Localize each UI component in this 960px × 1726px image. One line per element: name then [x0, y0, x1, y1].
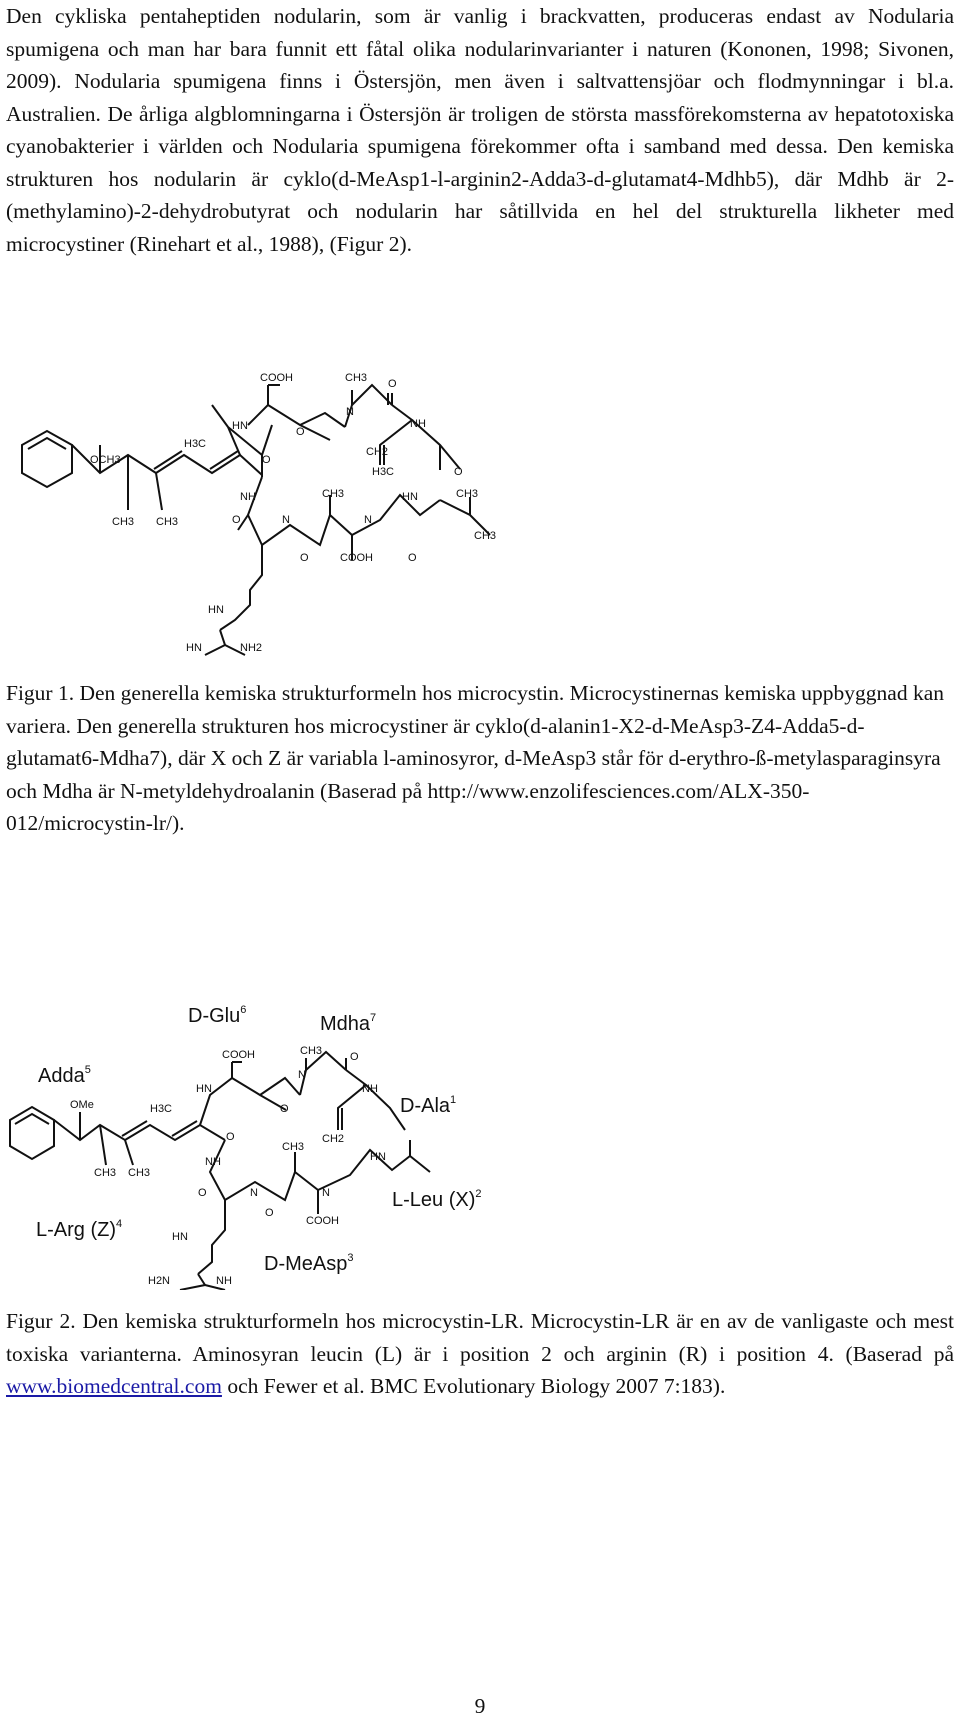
- fig1-cooh-label: COOH: [260, 372, 293, 384]
- fig1-o-far-label: O: [454, 466, 463, 478]
- fig1-n-low2-label: N: [364, 514, 372, 526]
- fig1-hn-arg-label: HN: [208, 604, 224, 616]
- fig1-ch3-far-label: CH3: [456, 488, 478, 500]
- fig2-o-top-label: O: [350, 1051, 359, 1063]
- figure-2-structure: COOH CH3 N HN O O NH OMe H3C CH2 O NH CH…: [9, 1004, 482, 1290]
- fig2-nh-right-label: NH: [362, 1083, 378, 1095]
- fig1-o-right-label: O: [262, 454, 271, 466]
- fig2-h3c-label: H3C: [150, 1103, 172, 1115]
- fig2-h2n-label: H2N: [148, 1275, 170, 1287]
- fig1-o-b1-label: O: [300, 552, 309, 564]
- fig1-n-top-label: N: [346, 406, 354, 418]
- fig2-o-b1-label: O: [265, 1207, 274, 1219]
- fig1-o-b2-label: O: [408, 552, 417, 564]
- fig2-ch3-top-label: CH3: [300, 1045, 322, 1057]
- figure-2-caption-text: Figur 2. Den kemiska strukturformeln hos…: [6, 1309, 954, 1366]
- fig2-cooh-low-label: COOH: [306, 1215, 339, 1227]
- residue-mdha-label: Mdha7: [320, 1012, 376, 1035]
- figure-1-caption: Figur 1. Den generella kemiska strukturf…: [6, 681, 945, 835]
- figure-2-bonds: [9, 1050, 431, 1290]
- fig1-h3c-left-label: H3C: [184, 438, 206, 450]
- fig1-o-mid-label: O: [296, 426, 305, 438]
- fig1-och3-label: OCH3: [90, 454, 121, 466]
- fig1-ch3-top-label: CH3: [345, 372, 367, 384]
- fig2-o-mid-label: O: [280, 1103, 289, 1115]
- fig2-ch2-label: CH2: [322, 1133, 344, 1145]
- residue-lleu-label: L-Leu (X)2: [392, 1188, 482, 1211]
- figure-2-residue-labels: D-Glu6 Mdha7 Adda5 D-Ala1 L-Leu (X)2 L-A…: [36, 1004, 482, 1275]
- fig2-hn-arg-label: HN: [172, 1231, 188, 1243]
- figure-2-caption: Figur 2. Den kemiska strukturformeln hos…: [6, 1305, 954, 1403]
- residue-larg-label: L-Arg (Z)4: [36, 1218, 122, 1241]
- figure-2-caption-text-end: och Fewer et al. BMC Evolutionary Biolog…: [221, 1374, 726, 1398]
- fig2-nh-left-label: NH: [205, 1156, 221, 1168]
- residue-dala-label: D-Ala1: [400, 1094, 456, 1117]
- biomedcentral-link[interactable]: www.biomedcentral.com: [6, 1374, 222, 1398]
- figure-1-bonds: [21, 383, 491, 656]
- fig1-ch3-b-label: CH3: [156, 516, 178, 528]
- residue-dglu-label: D-Glu6: [188, 1004, 246, 1027]
- fig1-nh-right-label: NH: [410, 418, 426, 430]
- fig2-ch3-mid-label: CH3: [282, 1141, 304, 1153]
- residue-dmeasp-label: D-MeAsp3: [264, 1252, 353, 1275]
- fig2-n-low-label: N: [250, 1187, 258, 1199]
- fig2-o-r-label: O: [226, 1131, 235, 1143]
- fig1-ch3-mid-label: CH3: [322, 488, 344, 500]
- fig2-ch3-b-label: CH3: [128, 1167, 150, 1179]
- fig1-nh2-label: NH2: [240, 642, 262, 654]
- fig1-hn-arg2-label: HN: [186, 642, 202, 654]
- figure-1-atom-labels: COOH CH3 O N HN O NH H3C CH2 O OCH3 H3C …: [90, 372, 496, 654]
- fig1-ch3-end-label: CH3: [474, 530, 496, 542]
- fig1-hn-right-label: HN: [402, 491, 418, 503]
- intro-paragraph: Den cykliska pentaheptiden nodularin, so…: [6, 4, 954, 256]
- fig2-nh-label: NH: [216, 1275, 232, 1287]
- fig1-hn-left-label: HN: [232, 420, 248, 432]
- figure-2-atom-labels: COOH CH3 N HN O O NH OMe H3C CH2 O NH CH…: [70, 1045, 386, 1287]
- fig2-n-top-label: N: [298, 1069, 306, 1081]
- fig1-o-top-label: O: [388, 378, 397, 390]
- fig2-cooh-label: COOH: [222, 1049, 255, 1061]
- residue-adda-label: Adda5: [38, 1064, 91, 1087]
- fig2-n-low2-label: N: [322, 1187, 330, 1199]
- fig1-h3c-right-label: H3C: [372, 466, 394, 478]
- fig2-hn-r-label: HN: [370, 1151, 386, 1163]
- fig2-ome-label: OMe: [70, 1099, 94, 1111]
- fig1-nh-left-label: NH: [240, 491, 256, 503]
- fig1-o-low-label: O: [232, 514, 241, 526]
- fig2-o-l-label: O: [198, 1187, 207, 1199]
- figure-1-structure: COOH CH3 O N HN O NH H3C CH2 O OCH3 H3C …: [21, 372, 496, 656]
- fig2-hn-left-label: HN: [196, 1083, 212, 1095]
- fig2-ch3-a-label: CH3: [94, 1167, 116, 1179]
- fig1-ch2-label: CH2: [366, 446, 388, 458]
- fig1-cooh-low-label: COOH: [340, 552, 373, 564]
- fig1-ch3-a-label: CH3: [112, 516, 134, 528]
- fig1-n-low-label: N: [282, 514, 290, 526]
- page-number: 9: [474, 1694, 486, 1718]
